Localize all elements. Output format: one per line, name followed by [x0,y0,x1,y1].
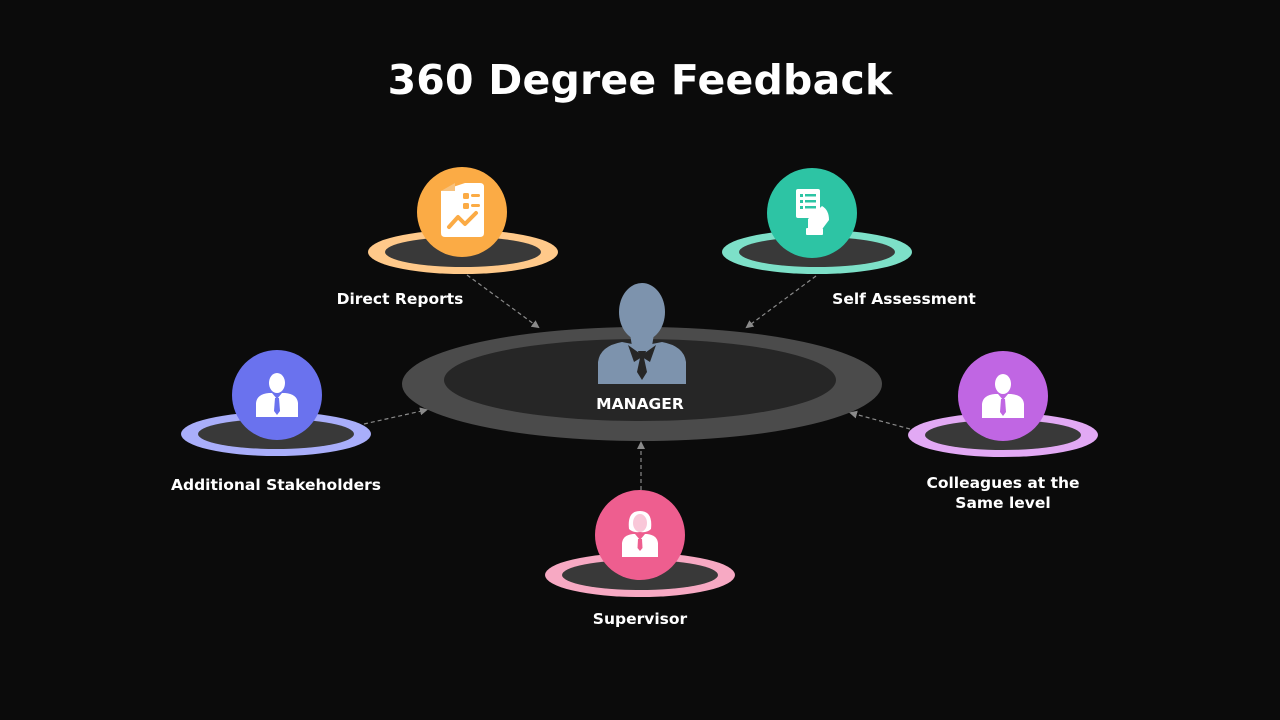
page-title: 360 Degree Feedback [387,56,893,104]
node-label-self-assessment: Self Assessment [832,290,976,308]
node-supervisor [545,490,735,597]
connector-direct-reports [466,274,540,329]
node-additional-stakeholders [181,350,371,456]
connector-self-assessment [745,275,817,329]
connector-colleagues [849,410,911,430]
businessman-icon [256,373,298,417]
node-label-direct-reports: Direct Reports [336,290,464,308]
node-self-assessment [722,168,912,274]
node-direct-reports [368,167,558,274]
manager-silhouette-icon [598,283,686,384]
node-label-additional-stakeholders: Additional Stakeholders [171,476,381,494]
businessman-icon [982,374,1024,418]
connector-additional-stakeholders [363,407,428,425]
node-label-supervisor: Supervisor [592,610,688,628]
node-label-colleagues: Colleagues at the Same level [926,474,1080,512]
node-colleagues [908,351,1098,457]
manager-platform [402,283,882,441]
connectors [363,274,911,490]
center-label: MANAGER [596,395,684,413]
report-document-icon [441,183,484,237]
businesswoman-icon [622,511,658,557]
checklist-hand-icon [796,189,829,235]
